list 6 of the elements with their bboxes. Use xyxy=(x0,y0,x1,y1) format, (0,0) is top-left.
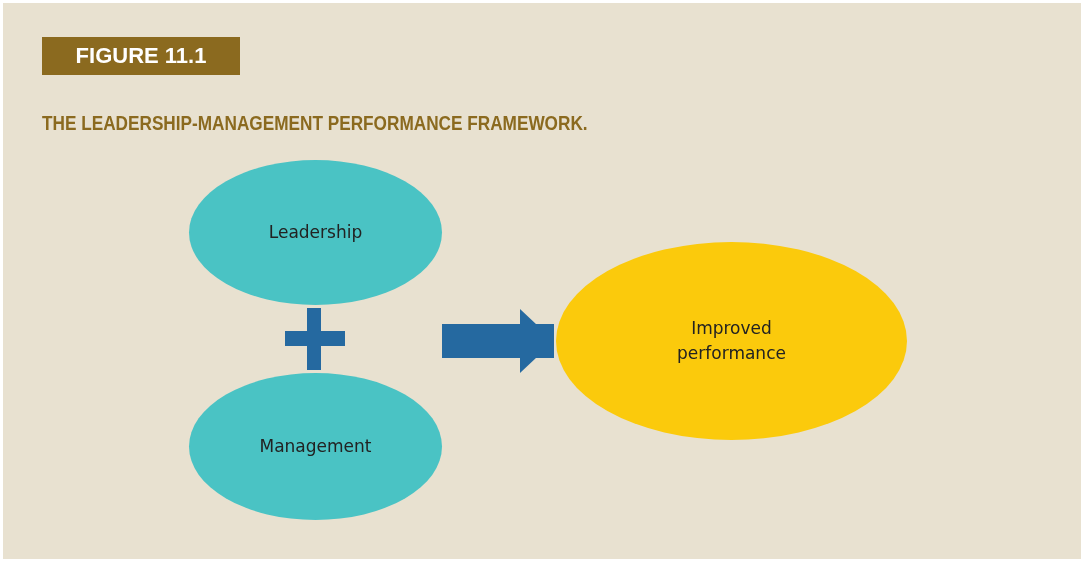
node-text: Leadership xyxy=(268,220,363,244)
node-text: Improved performance xyxy=(676,316,787,365)
figure-label: FIGURE 11.1 xyxy=(42,37,240,75)
block-arrow xyxy=(442,309,554,373)
figure-title: THE LEADERSHIP-MANAGEMENT PERFORMANCE FRAMEWORK. xyxy=(42,112,588,135)
node-text: Management xyxy=(259,434,372,458)
